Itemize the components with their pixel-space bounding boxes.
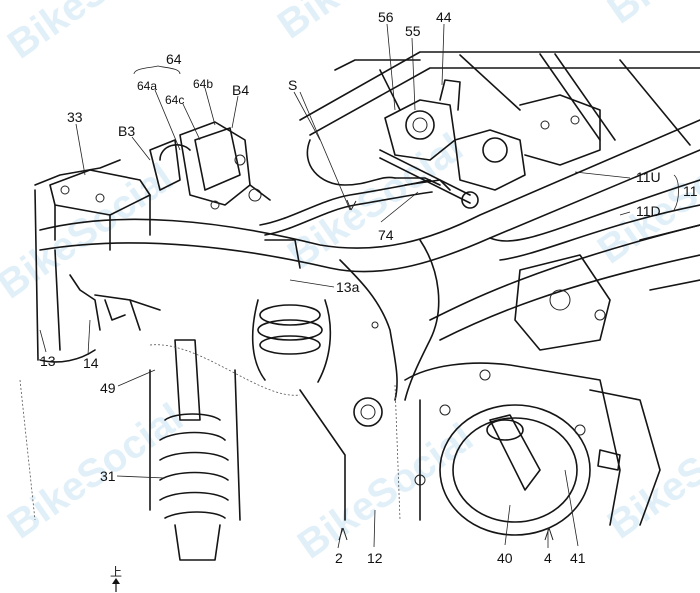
- label-2: 2: [335, 550, 343, 566]
- label-44: 44: [436, 9, 452, 25]
- frame-gusset: [299, 239, 440, 521]
- watermark-mid-left: BikeSocial: [0, 155, 181, 307]
- label-64a: 64a: [137, 79, 157, 93]
- engine-right-side: [514, 224, 700, 351]
- label-64b: 64b: [193, 77, 213, 91]
- hatching: [19, 344, 401, 521]
- watermark-bottom-right: BikeSocial: [600, 395, 700, 547]
- label-12: 12: [367, 550, 383, 566]
- label-b3: B3: [118, 123, 135, 139]
- engine-cover-40: [404, 362, 661, 536]
- label-41: 41: [570, 550, 586, 566]
- throttle-body-assembly: [379, 79, 601, 209]
- watermark-bottom-center: BikeSocial: [290, 415, 481, 567]
- main-frame-upper-11u: [39, 119, 700, 273]
- label-13a: 13a: [336, 279, 360, 295]
- label-31: 31: [100, 468, 116, 484]
- label-11: 11: [683, 183, 698, 199]
- bracket-64: [149, 121, 271, 210]
- label-up: 上: [110, 565, 122, 579]
- label-33: 33: [67, 109, 83, 125]
- arrows: [112, 199, 554, 592]
- shock-top-spring: [251, 239, 332, 383]
- label-b4: B4: [232, 82, 249, 98]
- label-11d: 11D: [636, 203, 661, 219]
- label-40: 40: [497, 550, 513, 566]
- leader-lines: [39, 23, 679, 549]
- rear-shock-31: [149, 339, 241, 561]
- label-14: 14: [83, 355, 99, 371]
- label-64c: 64c: [165, 93, 184, 107]
- label-74: 74: [378, 227, 394, 243]
- label-56: 56: [378, 9, 394, 25]
- seat-rail-13: [34, 159, 161, 363]
- label-49: 49: [100, 380, 116, 396]
- watermark-top-center: BikeSocial: [270, 0, 461, 47]
- watermark-top-right: BikeSocial: [600, 0, 700, 32]
- label-55: 55: [405, 23, 421, 39]
- label-11u: 11U: [636, 169, 661, 185]
- watermark-bottom-left: BikeSocial: [0, 395, 191, 547]
- reference-labels: 64 64a 64b 64c B4 B3 33 S 56 55 44 11U 1…: [40, 9, 698, 579]
- drawing: [19, 23, 700, 592]
- battery-box-33: [49, 169, 151, 251]
- label-64: 64: [166, 51, 182, 67]
- label-4: 4: [544, 550, 552, 566]
- upper-frame-lattice: [299, 51, 700, 146]
- watermark-top-left: BikeSocial: [0, 0, 191, 67]
- label-13: 13: [40, 353, 56, 369]
- label-s: S: [288, 77, 297, 93]
